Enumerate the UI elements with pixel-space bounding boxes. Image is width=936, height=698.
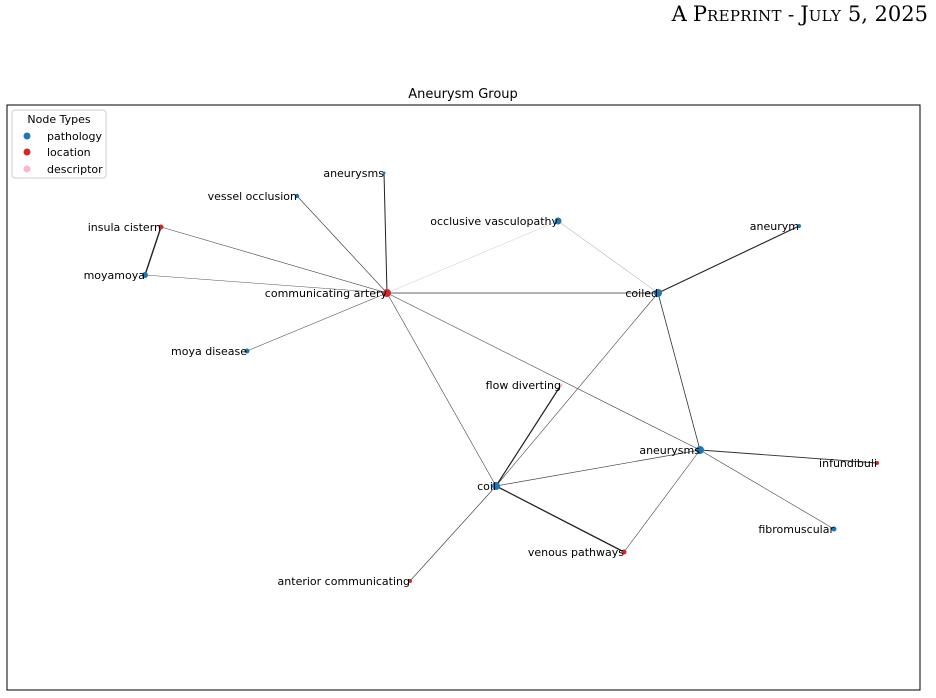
- edge-communicating_artery-aneurysms_mid: [386, 292, 701, 451]
- legend-marker-location: [23, 148, 31, 156]
- edge-aneurysms_mid-infundibuli: [699, 449, 878, 464]
- node-infundibuli: [875, 461, 879, 465]
- node-label-occlusive_vasculopathy: occlusive vasculopathy: [430, 215, 558, 228]
- node-label-venous_pathways: venous pathways: [528, 546, 624, 559]
- node-moya_disease: [244, 348, 250, 354]
- node-label-coil: coil: [477, 480, 496, 493]
- node-label-aneurysms_mid: aneurysms: [639, 444, 700, 457]
- node-flow_diverting: [559, 383, 563, 387]
- node-fibromuscular: [831, 526, 837, 532]
- edge-insula_cistern-moyamoya: [144, 226, 162, 276]
- edge-coil-venous_pathways: [495, 485, 625, 553]
- header-a: A: [671, 2, 687, 26]
- node-label-infundibuli: infundibuli: [819, 457, 877, 470]
- node-aneurym: [797, 224, 801, 228]
- legend-box: [11, 109, 107, 179]
- legend: Node Types pathology location descriptor: [11, 109, 107, 179]
- node-label-moyamoya: moyamoya: [84, 269, 145, 282]
- node-label-coiled: coiled: [625, 287, 658, 300]
- node-label-aneurym: aneurym: [750, 220, 799, 233]
- legend-label-pathology: pathology: [47, 130, 103, 143]
- node-moyamoya: [142, 272, 148, 278]
- legend-title: Node Types: [27, 113, 90, 126]
- node-label-vessel_occlusion: vessel occlusion: [208, 190, 297, 203]
- edge-coil-aneurysms_mid: [495, 449, 701, 487]
- edge-communicating_artery-occlusive_vasculopathy: [386, 220, 559, 294]
- legend-marker-descriptor: [23, 165, 31, 173]
- node-label-insula_cistern: insula cistern: [88, 221, 161, 234]
- edge-coiled-aneurysms_mid: [657, 292, 701, 451]
- node-label-anterior_communicating: anterior communicating: [278, 575, 410, 588]
- edge-coil-anterior_communicating: [409, 485, 497, 582]
- legend-label-descriptor: descriptor: [47, 163, 103, 176]
- node-label-fibromuscular: fibromuscular: [758, 523, 834, 536]
- edge-vessel_occlusion-communicating_artery: [296, 195, 388, 294]
- edge-aneurysms_mid-fibromuscular: [699, 449, 835, 530]
- node-label-moya_disease: moya disease: [171, 345, 247, 358]
- node-insula_cistern: [158, 224, 164, 230]
- header-separator: -: [781, 4, 801, 26]
- header-preprint-rest: REPRINT: [706, 7, 782, 25]
- edge-moyamoya-communicating_artery: [144, 274, 388, 294]
- edge-coiled-aneurym: [657, 225, 800, 294]
- edge-aneurysms_mid-venous_pathways: [623, 449, 701, 553]
- running-header: A PREPRINT - JULY 5, 2025: [672, 2, 928, 26]
- node-coiled: [654, 289, 662, 297]
- header-month-initial: J: [800, 2, 809, 26]
- edges-layer: [144, 172, 878, 582]
- legend-label-location: location: [47, 146, 91, 159]
- node-aneurysms_mid: [696, 446, 704, 454]
- edge-flow_diverting-coil: [495, 384, 562, 487]
- header-month-rest: ULY: [808, 7, 842, 25]
- edge-occlusive_vasculopathy-coiled: [557, 220, 659, 294]
- edge-insula_cistern-communicating_artery: [160, 226, 388, 294]
- node-communicating_artery: [383, 289, 391, 297]
- node-coil: [492, 482, 500, 490]
- nodes-layer: [142, 171, 879, 583]
- node-aneurysms_top: [382, 171, 386, 175]
- labels-layer: aneurysms vessel occlusion insula cistern o…: [84, 167, 877, 588]
- legend-marker-pathology: [23, 132, 31, 140]
- edge-aneurysms_top-communicating_artery: [383, 172, 388, 294]
- node-venous_pathways: [621, 549, 627, 555]
- node-vessel_occlusion: [294, 193, 300, 199]
- node-label-aneurysms_top: aneurysms: [323, 167, 384, 180]
- header-preprint-initial: P: [692, 2, 707, 26]
- node-occlusive_vasculopathy: [554, 217, 562, 225]
- edge-coiled-coil: [495, 292, 659, 487]
- node-label-communicating_artery: communicating artery: [265, 287, 388, 300]
- plot-title: Aneurysm Group: [408, 87, 518, 102]
- plot-frame: [6, 104, 921, 691]
- header-date: 5, 2025: [841, 2, 928, 26]
- edge-communicating_artery-coil: [386, 292, 497, 487]
- edge-moya_disease-communicating_artery: [246, 292, 388, 352]
- node-anterior_communicating: [408, 579, 412, 583]
- node-label-flow_diverting: flow diverting: [486, 379, 561, 392]
